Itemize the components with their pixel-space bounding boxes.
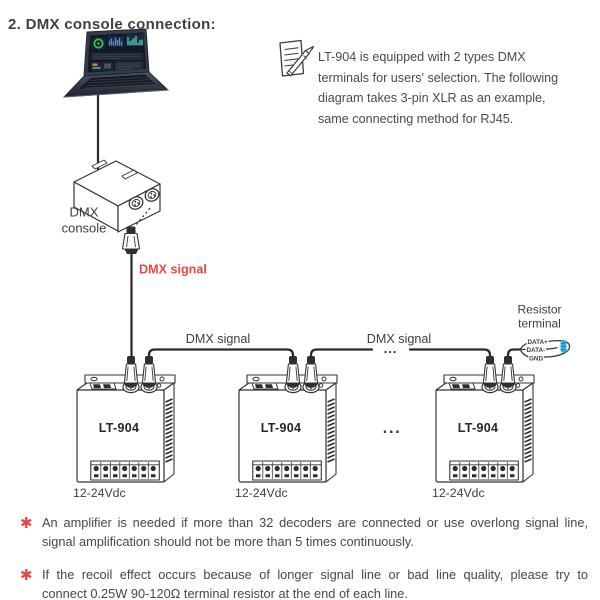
cable-ellipsis: ... — [384, 341, 398, 356]
footnote-1: ✱ An amplifier is needed if more than 32… — [20, 513, 588, 551]
footnote-2: ✱ If the recoil effect occurs because of… — [20, 565, 588, 600]
footnote-2-line-1: If the recoil effect occurs because of l… — [42, 567, 588, 582]
decoder-2-power: 12-24Vdc — [235, 486, 288, 500]
dmx-signal-red-label: DMX signal — [139, 263, 207, 277]
decoder-3-power: 12-24Vdc — [432, 486, 485, 500]
cable-decoder3-in — [408, 348, 492, 359]
console-label-line1: DMX — [70, 205, 99, 220]
more-decoders-ellipsis: ... — [383, 418, 402, 437]
dmx-signal-label-1: DMX signal — [186, 332, 250, 346]
laptop-illustration — [63, 28, 169, 98]
decoder-3: LT-904 12-24Vdc — [432, 356, 534, 500]
dmx-console-illustration — [73, 159, 161, 254]
dmx-cables — [96, 91, 522, 359]
resistor-terminal-label-line1: Resistor — [517, 303, 561, 317]
decoder-1: LT-904 12-24Vdc — [73, 356, 175, 500]
decoder-1-power: 12-24Vdc — [73, 486, 126, 500]
wire-label-gnd: GND — [529, 356, 543, 363]
console-label-line2: console — [62, 221, 107, 236]
dmx-signal-label-2: DMX signal — [367, 332, 431, 346]
page-title: 2. DMX console connection: — [8, 16, 216, 33]
footnote-1-line-2: signal amplification should not be more … — [42, 534, 414, 549]
decoder-1-model: LT-904 — [99, 421, 139, 435]
note-line-1: LT-904 is equipped with 2 types DMX — [318, 50, 526, 64]
note-line-2: terminals for users' selection. The foll… — [318, 70, 559, 85]
resistor-terminal-illustration: DATA+ DATA- GND — [519, 338, 571, 364]
footnotes: ✱ An amplifier is needed if more than 32… — [20, 513, 588, 600]
note-line-3: diagram takes 3-pin XLR as an example, — [318, 91, 546, 105]
wire-label-data-minus: DATA- — [527, 347, 546, 354]
cable-decoder1-to-decoder2 — [147, 348, 295, 359]
decoder-3-model: LT-904 — [458, 421, 498, 435]
cable-decoder2-out — [309, 348, 374, 359]
asterisk-marker-1: ✱ — [20, 515, 33, 532]
note-line-4: same connecting method for RJ45. — [318, 111, 514, 126]
footnote-1-line-1: An amplifier is needed if more than 32 d… — [42, 515, 588, 530]
note-block: LT-904 is equipped with 2 types DMX term… — [318, 47, 574, 129]
cable-decoder3-to-resistor — [506, 348, 522, 359]
decoder-2-model: LT-904 — [261, 421, 301, 435]
note-pencil-icon — [279, 39, 315, 77]
asterisk-marker-2: ✱ — [20, 567, 33, 584]
resistor-terminal-label-line2: terminal — [518, 317, 561, 331]
wire-label-data-plus: DATA+ — [528, 339, 549, 346]
decoder-2: LT-904 12-24Vdc — [235, 356, 337, 500]
footnote-2-line-2: connect 0.25W 90-120Ω terminal resistor … — [42, 586, 408, 600]
